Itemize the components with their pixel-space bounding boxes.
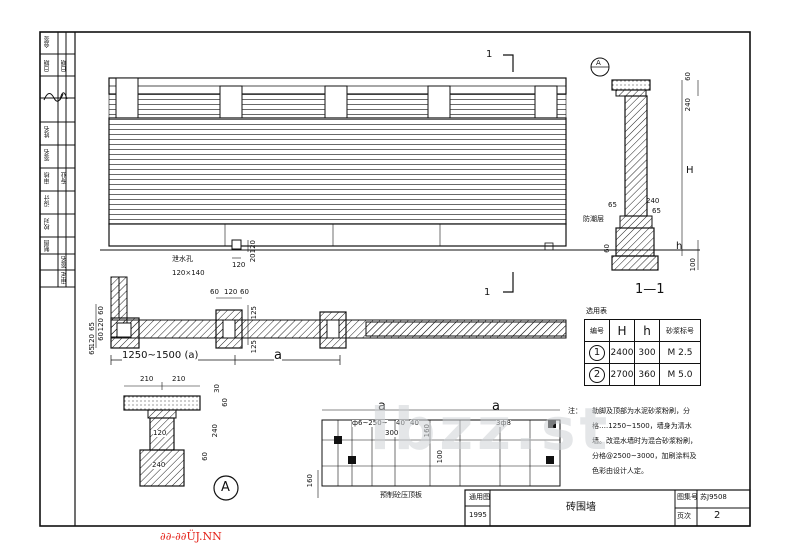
notes-heading: 注： — [568, 407, 582, 415]
section-1-1 — [590, 57, 700, 271]
sec-dim-100: 100 — [689, 258, 697, 272]
plan-dim-60b: 60 — [240, 288, 249, 296]
section-mark-bottom: 1 — [484, 287, 491, 298]
strip-cell: 会签 — [44, 36, 51, 48]
plan-span-2: a — [274, 348, 282, 363]
coping-dim-30: 30 — [213, 384, 221, 393]
strip-cell: 姓名 — [44, 126, 51, 138]
table-cell-H: 2400 — [609, 341, 635, 364]
section-title: 1—1 — [635, 282, 665, 297]
title-block — [464, 489, 751, 527]
sec-dim-65-right: 65 — [652, 207, 661, 215]
table-cell-h: 300 — [634, 341, 660, 364]
table-header-mortar: 砂浆标号 — [659, 319, 701, 342]
slab-dim-a-right: a — [492, 399, 500, 414]
material-table: 编号 H h 砂浆标号 1 2400 300 M 2.5 2 2700 360 … — [584, 319, 701, 386]
strip-cell: 审核 — [44, 172, 51, 184]
strip-cell: 校对 — [44, 218, 51, 230]
sec-dim-65-left: 65 — [608, 201, 617, 209]
table-header-h: h — [634, 319, 660, 342]
notes-text: 勒脚及顶部为水泥砂浆粉刷，分格….1250~1500，墙身为清水墙。改混水墙时为… — [592, 407, 697, 475]
strip-cell: 签名 — [44, 149, 51, 161]
coping-dim-60: 60 — [221, 398, 229, 407]
sec-dim-h: h — [676, 241, 683, 252]
table-header-no: 编号 — [584, 319, 610, 342]
plan-dim-125-top: 125 — [250, 306, 258, 320]
plan-dim-left-3: 60 — [97, 332, 105, 341]
table-cell-mortar: M 2.5 — [659, 341, 701, 364]
sec-dim-240-top: 240 — [684, 98, 692, 112]
table-cell-h: 360 — [634, 363, 660, 386]
slab-dim-a-left: a — [378, 399, 386, 414]
coping-dim-210-right: 210 — [172, 375, 186, 383]
plan-dim-left-2: 120 — [97, 318, 105, 332]
table-row: 1 2400 300 M 2.5 — [584, 341, 701, 364]
table-row: 2 2700 360 M 5.0 — [584, 363, 701, 386]
plan-dim-left-1: 60 — [97, 306, 105, 315]
sec-dim-H: H — [686, 165, 694, 176]
title-label-atlas: 图集号 — [677, 493, 698, 501]
sec-dim-60-base: 60 — [603, 244, 611, 253]
slab-caption: 预制砼压顶板 — [380, 491, 422, 499]
plan-dim-left-6: 65 — [88, 346, 96, 355]
coping-detail-a — [123, 382, 239, 501]
drawing-number: 苏J9508 — [700, 493, 727, 501]
strip-cell: 审定 — [61, 272, 68, 284]
slab-dim-160-left: 160 — [306, 474, 314, 488]
section-mark-top: 1 — [486, 49, 493, 60]
notes-block: 注： 勒脚及顶部为水泥砂浆粉刷，分格….1250~1500，墙身为清水墙。改混水… — [568, 404, 700, 479]
page-number: 2 — [714, 510, 721, 521]
slab-dim-300: 300 — [385, 429, 399, 437]
table-cell-H: 2700 — [609, 363, 635, 386]
title-label-used: 通用图 — [469, 493, 490, 501]
wall-elevation — [100, 54, 600, 293]
title-year: 1995 — [469, 511, 487, 519]
detail-callout-a: A — [596, 59, 601, 67]
wall-plan — [95, 276, 567, 365]
detail-a-label: A — [221, 480, 230, 495]
slab-dim-40a: 40 — [396, 419, 405, 427]
slab-rebar-1: ф6~250~ — [352, 419, 388, 427]
sec-dim-60: 60 — [684, 72, 692, 81]
slab-dim-40b: 40 — [410, 419, 419, 427]
dim-120: 120 — [232, 261, 246, 269]
plan-dim-left-4: 65 — [88, 322, 96, 331]
table-cell-no: 1 — [589, 345, 605, 361]
precast-slab — [317, 409, 561, 498]
left-title-strip — [39, 32, 75, 288]
strip-cell: 日期 — [61, 60, 68, 72]
watermark: lbzz.st — [370, 395, 612, 463]
coping-dim-60-bottom: 60 — [201, 452, 209, 461]
table-caption: 选用表 — [586, 307, 607, 315]
drain-hole-size: 120×140 — [172, 269, 205, 277]
title-label-page: 页次 — [677, 512, 691, 520]
coping-dim-240-bottom: 240 — [152, 461, 166, 469]
drain-hole-label: 泄水孔 — [172, 255, 193, 263]
coping-dim-240-side: 240 — [211, 424, 219, 438]
strip-cell: 专业 — [61, 172, 68, 184]
coping-dim-120: 120 — [153, 429, 167, 437]
coping-dim-210-left: 210 — [140, 375, 154, 383]
table-header-H: H — [609, 319, 635, 342]
strip-cell: 制图 — [44, 240, 51, 252]
strip-cell: 日期 — [44, 60, 51, 72]
sec-dim-240: 240 — [646, 197, 660, 205]
strip-cell: 设计 — [44, 195, 51, 207]
footer-link[interactable]: ∂∂-∂∂ÜJ.NN — [160, 530, 222, 543]
drawing-title: 砖围墙 — [566, 502, 596, 513]
plan-dim-120: 120 — [224, 288, 238, 296]
table-cell-mortar: M 5.0 — [659, 363, 701, 386]
slab-rebar-2: 3ф8 — [496, 419, 511, 427]
table-cell-no: 2 — [589, 367, 605, 383]
plan-span-1: 1250~1500 (a) — [122, 350, 199, 361]
plan-dim-60a: 60 — [210, 288, 219, 296]
plan-dim-125-bottom: 125 — [250, 340, 258, 354]
dim-20-120: 20120 — [249, 240, 257, 263]
damp-course-label: 防潮层 — [583, 215, 604, 223]
strip-cell: 签名 — [61, 256, 68, 268]
